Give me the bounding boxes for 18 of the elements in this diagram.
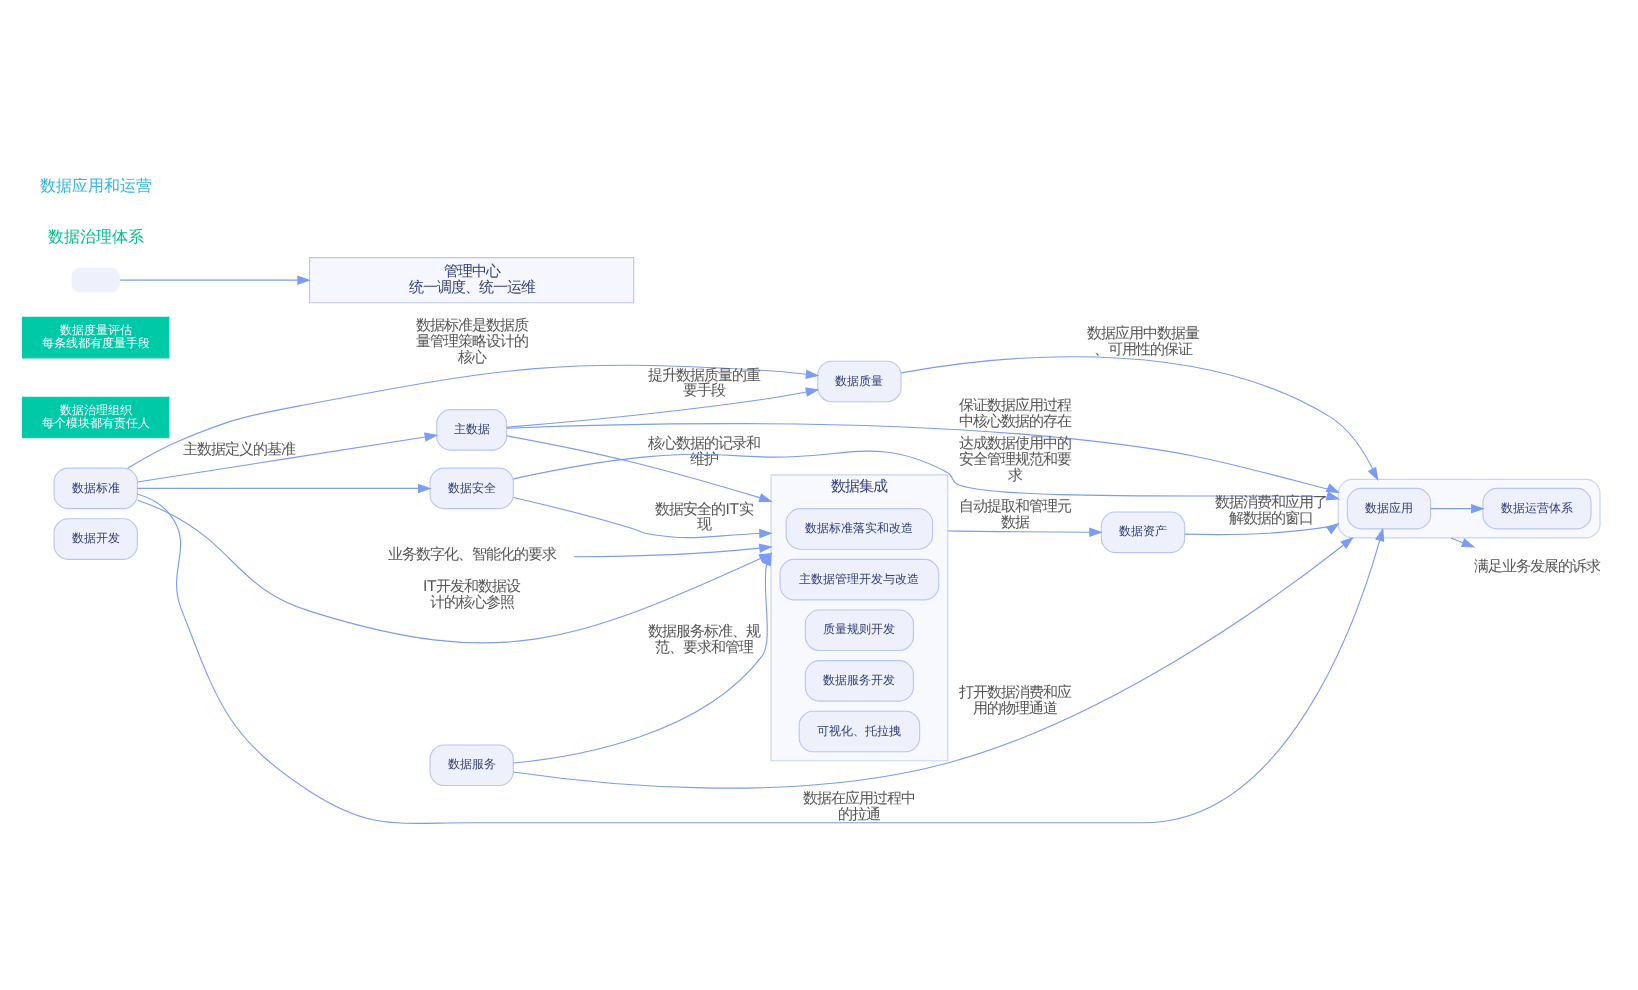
arrow	[1449, 537, 1475, 548]
arrow	[135, 483, 431, 494]
arrow	[135, 432, 438, 483]
arrow	[118, 275, 310, 285]
cluster	[1336, 478, 1600, 539]
arrow	[505, 423, 1339, 494]
arrow	[946, 527, 1102, 537]
arrow	[572, 543, 772, 558]
arrow	[126, 364, 819, 469]
arrow	[511, 450, 1339, 501]
arrow	[1429, 503, 1484, 514]
arrow	[511, 496, 772, 539]
arrow	[505, 435, 772, 503]
arrow	[511, 536, 1353, 789]
arrow	[135, 493, 1384, 824]
arrow	[899, 356, 1378, 481]
arrow	[1183, 522, 1339, 536]
arrow	[505, 387, 819, 428]
